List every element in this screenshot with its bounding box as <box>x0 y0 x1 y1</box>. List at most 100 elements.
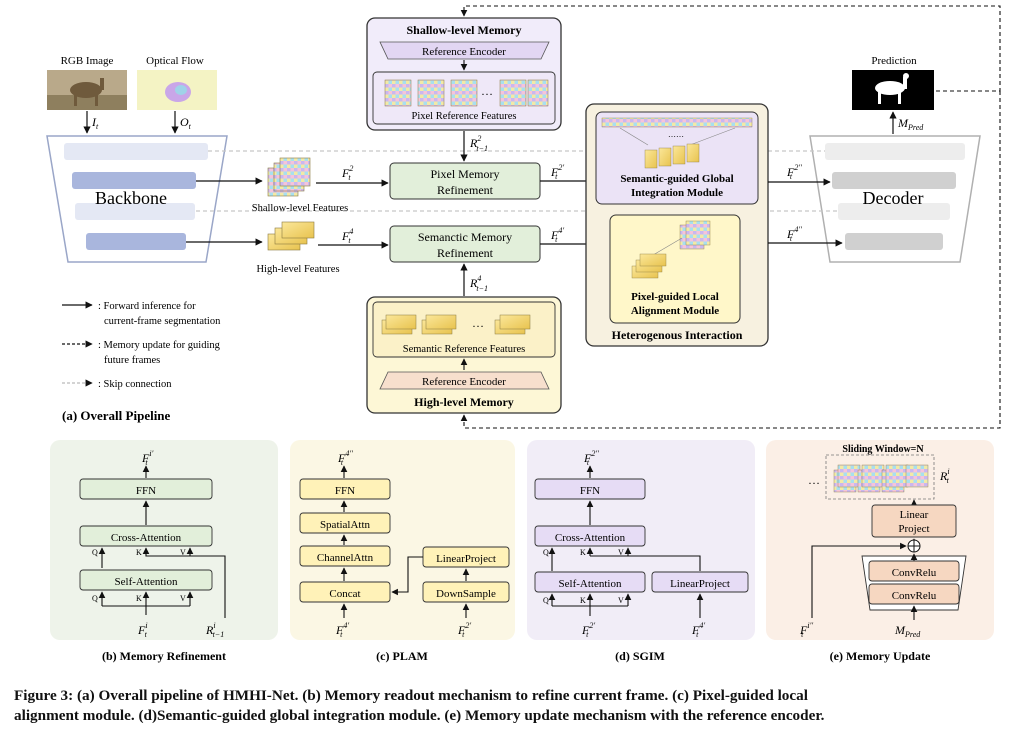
svg-text:Refinement: Refinement <box>437 183 494 197</box>
rgb-image-label: RGB Image <box>61 55 114 67</box>
decoder-block: Decoder <box>809 135 981 263</box>
sgim-title-line1: Semantic-guided Global <box>620 173 733 185</box>
memory-update-path-top <box>460 5 1001 92</box>
svg-text:…: … <box>481 84 493 98</box>
sgim-illustration: …… <box>601 117 753 169</box>
backbone-label: Backbone <box>95 188 167 208</box>
svg-text:Pixel Memory: Pixel Memory <box>431 167 500 181</box>
high-level-memory: … Semantic Reference Features Reference … <box>366 296 562 414</box>
panel-c-caption: (c) PLAM <box>376 649 428 663</box>
high-memory-title: High-level Memory <box>414 395 514 409</box>
svg-text:Q: Q <box>543 596 549 605</box>
figure-caption: Figure 3: (a) Overall pipeline of HMHI-N… <box>14 686 1014 726</box>
svg-text:Semanctic Memory: Semanctic Memory <box>418 230 512 244</box>
svg-text:Project: Project <box>898 523 929 535</box>
svg-text:K: K <box>136 594 142 603</box>
svg-text:LinearProject: LinearProject <box>436 553 496 565</box>
f4p-symbol: F4′t <box>550 226 564 244</box>
svg-text:: Memory update for guiding: : Memory update for guiding <box>98 340 221 351</box>
svg-text:Concat: Concat <box>329 588 360 600</box>
decoder-label: Decoder <box>863 188 924 208</box>
shallow-level-memory: Shallow-level Memory Reference Encoder …… <box>366 17 562 131</box>
svg-text:…: … <box>808 473 820 487</box>
svg-text:V: V <box>180 594 186 603</box>
svg-text:current-frame segmentation: current-frame segmentation <box>104 316 221 327</box>
panel-b-caption: (b) Memory Refinement <box>102 649 226 663</box>
hetero-title: Heterogenous Interaction <box>612 328 743 342</box>
input-flow-symbol: Ot <box>180 115 192 131</box>
f2pp-symbol: F2′′t <box>786 163 802 181</box>
shallow-reference-encoder: Reference Encoder <box>422 46 506 58</box>
plam-illustration <box>631 220 711 279</box>
svg-text:……: …… <box>668 130 684 139</box>
svg-text:: Forward inference for: : Forward inference for <box>98 301 196 312</box>
c-input-f2: F2′t <box>457 621 471 639</box>
heterogenous-interaction: …… Semantic-guided Global Integration Mo… <box>585 103 769 347</box>
optical-flow-label: Optical Flow <box>146 55 204 67</box>
svg-text:K: K <box>580 596 586 605</box>
semantic-memory-refinement: Semanctic Memory Refinement <box>389 225 541 263</box>
sgim-title-line2: Integration Module <box>631 187 723 199</box>
f2p-symbol: F2′t <box>550 163 564 181</box>
plam-title-line2: Alignment Module <box>631 305 719 317</box>
prediction-symbol: MPred <box>897 116 924 132</box>
svg-text:K: K <box>580 548 586 557</box>
figure-caption-line1: Figure 3: (a) Overall pipeline of HMHI-N… <box>14 687 808 704</box>
input-rgb-symbol: It <box>91 115 99 131</box>
e-input-f: Fi′′t <box>799 621 813 639</box>
svg-text:Q: Q <box>92 594 98 603</box>
semantic-reference-features: Semantic Reference Features <box>403 344 525 355</box>
svg-text:DownSample: DownSample <box>436 588 496 600</box>
b-output-symbol: Fi′t <box>141 449 154 467</box>
svg-text:Self-Attention: Self-Attention <box>559 578 622 590</box>
svg-text:Cross-Attention: Cross-Attention <box>111 532 182 544</box>
legend: : Forward inference for current-frame se… <box>62 301 221 390</box>
panel-d-sgim: F2′′t FFN Cross-Attention Q K V Self-Att… <box>527 440 755 640</box>
c-input-f4: F4′t <box>335 621 349 639</box>
high-reference-encoder: Reference Encoder <box>422 376 506 388</box>
sliding-window-label: Sliding Window=N <box>842 444 924 455</box>
svg-text:V: V <box>618 548 624 557</box>
svg-text:V: V <box>180 548 186 557</box>
svg-text:Cross-Attention: Cross-Attention <box>555 532 626 544</box>
svg-text:FFN: FFN <box>335 485 355 497</box>
svg-text:K: K <box>136 548 142 557</box>
d-output-symbol: F2′′t <box>583 449 599 467</box>
prediction-label: Prediction <box>871 55 917 67</box>
backbone-block: Backbone <box>46 135 228 263</box>
svg-text:Self-Attention: Self-Attention <box>115 576 178 588</box>
svg-text:future frames: future frames <box>104 355 160 366</box>
svg-text:Q: Q <box>92 548 98 557</box>
panel-c-plam: F4′′t FFN SpatialAttn ChannelAttn Concat… <box>290 440 515 640</box>
shallow-memory-title: Shallow-level Memory <box>407 23 522 37</box>
e-input-m: MPred <box>894 623 921 639</box>
rgb-image-thumbnail <box>47 70 127 110</box>
pixel-reference-features: Pixel Reference Features <box>412 111 517 122</box>
svg-text:ConvRelu: ConvRelu <box>892 567 937 579</box>
prediction-mask <box>852 70 934 110</box>
high-feature-cube <box>267 221 315 251</box>
pixel-memory-refinement: Pixel Memory Refinement <box>389 162 541 200</box>
d-input-f2: F2′t <box>581 621 595 639</box>
panel-d-caption: (d) SGIM <box>615 649 665 663</box>
svg-text:V: V <box>618 596 624 605</box>
svg-text:SpatialAttn: SpatialAttn <box>320 519 371 531</box>
panel-e-caption: (e) Memory Update <box>830 649 931 663</box>
svg-text:…: … <box>472 316 484 330</box>
sliding-window-cubes <box>833 464 929 493</box>
svg-text:FFN: FFN <box>136 485 156 497</box>
svg-text:LinearProject: LinearProject <box>670 578 730 590</box>
plam-title-line1: Pixel-guided Local <box>631 291 719 303</box>
shallow-feature-cube <box>267 157 311 197</box>
high-features-label: High-level Features <box>256 264 339 275</box>
panel-b-memory-refinement: Fi′t FFN Cross-Attention Q K V Self-Atte… <box>50 440 278 640</box>
